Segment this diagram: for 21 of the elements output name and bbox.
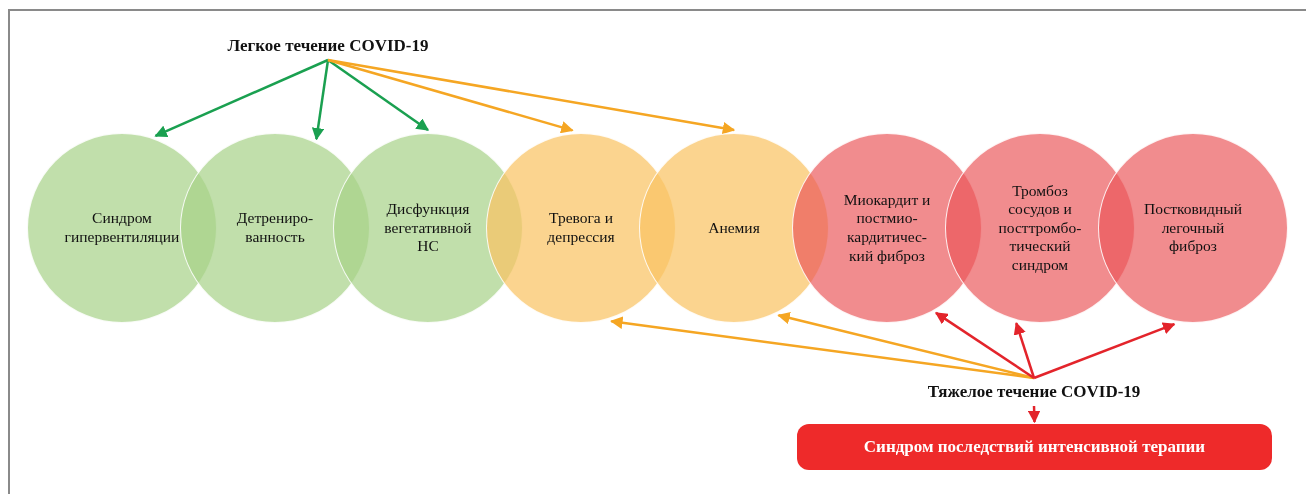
node-label: Дисфункция вегетативной НС <box>383 200 473 256</box>
arrow <box>327 58 736 135</box>
node-label: Анемия <box>708 218 760 238</box>
arrow <box>934 311 1035 380</box>
heading-label: Тяжелое течение COVID-19 <box>927 381 1141 403</box>
arrow <box>1033 322 1176 380</box>
heading-label: Легкое течение COVID-19 <box>227 35 429 57</box>
node-label: Миокардит и постмио- кардитичес- кий фиброз <box>842 190 932 266</box>
arrow <box>327 58 429 132</box>
arrow <box>311 59 330 141</box>
node-label: Тромбоз сосудов и посттромбо- тический синдром <box>997 181 1083 275</box>
node-label: Тревога и депрессия <box>546 209 616 247</box>
node-label: Синдром последствий интенсивной терапии <box>863 436 1206 458</box>
node-label: Постковидный легочный фиброз <box>1143 200 1243 256</box>
node-label: Синдром гипервентиляции <box>63 209 181 247</box>
outcome-box <box>797 424 1272 470</box>
arrow <box>1013 321 1036 379</box>
arrow <box>777 311 1035 380</box>
arrow <box>1027 405 1041 424</box>
node-label: Детрениро- ванность <box>235 209 315 247</box>
arrow <box>154 58 329 138</box>
